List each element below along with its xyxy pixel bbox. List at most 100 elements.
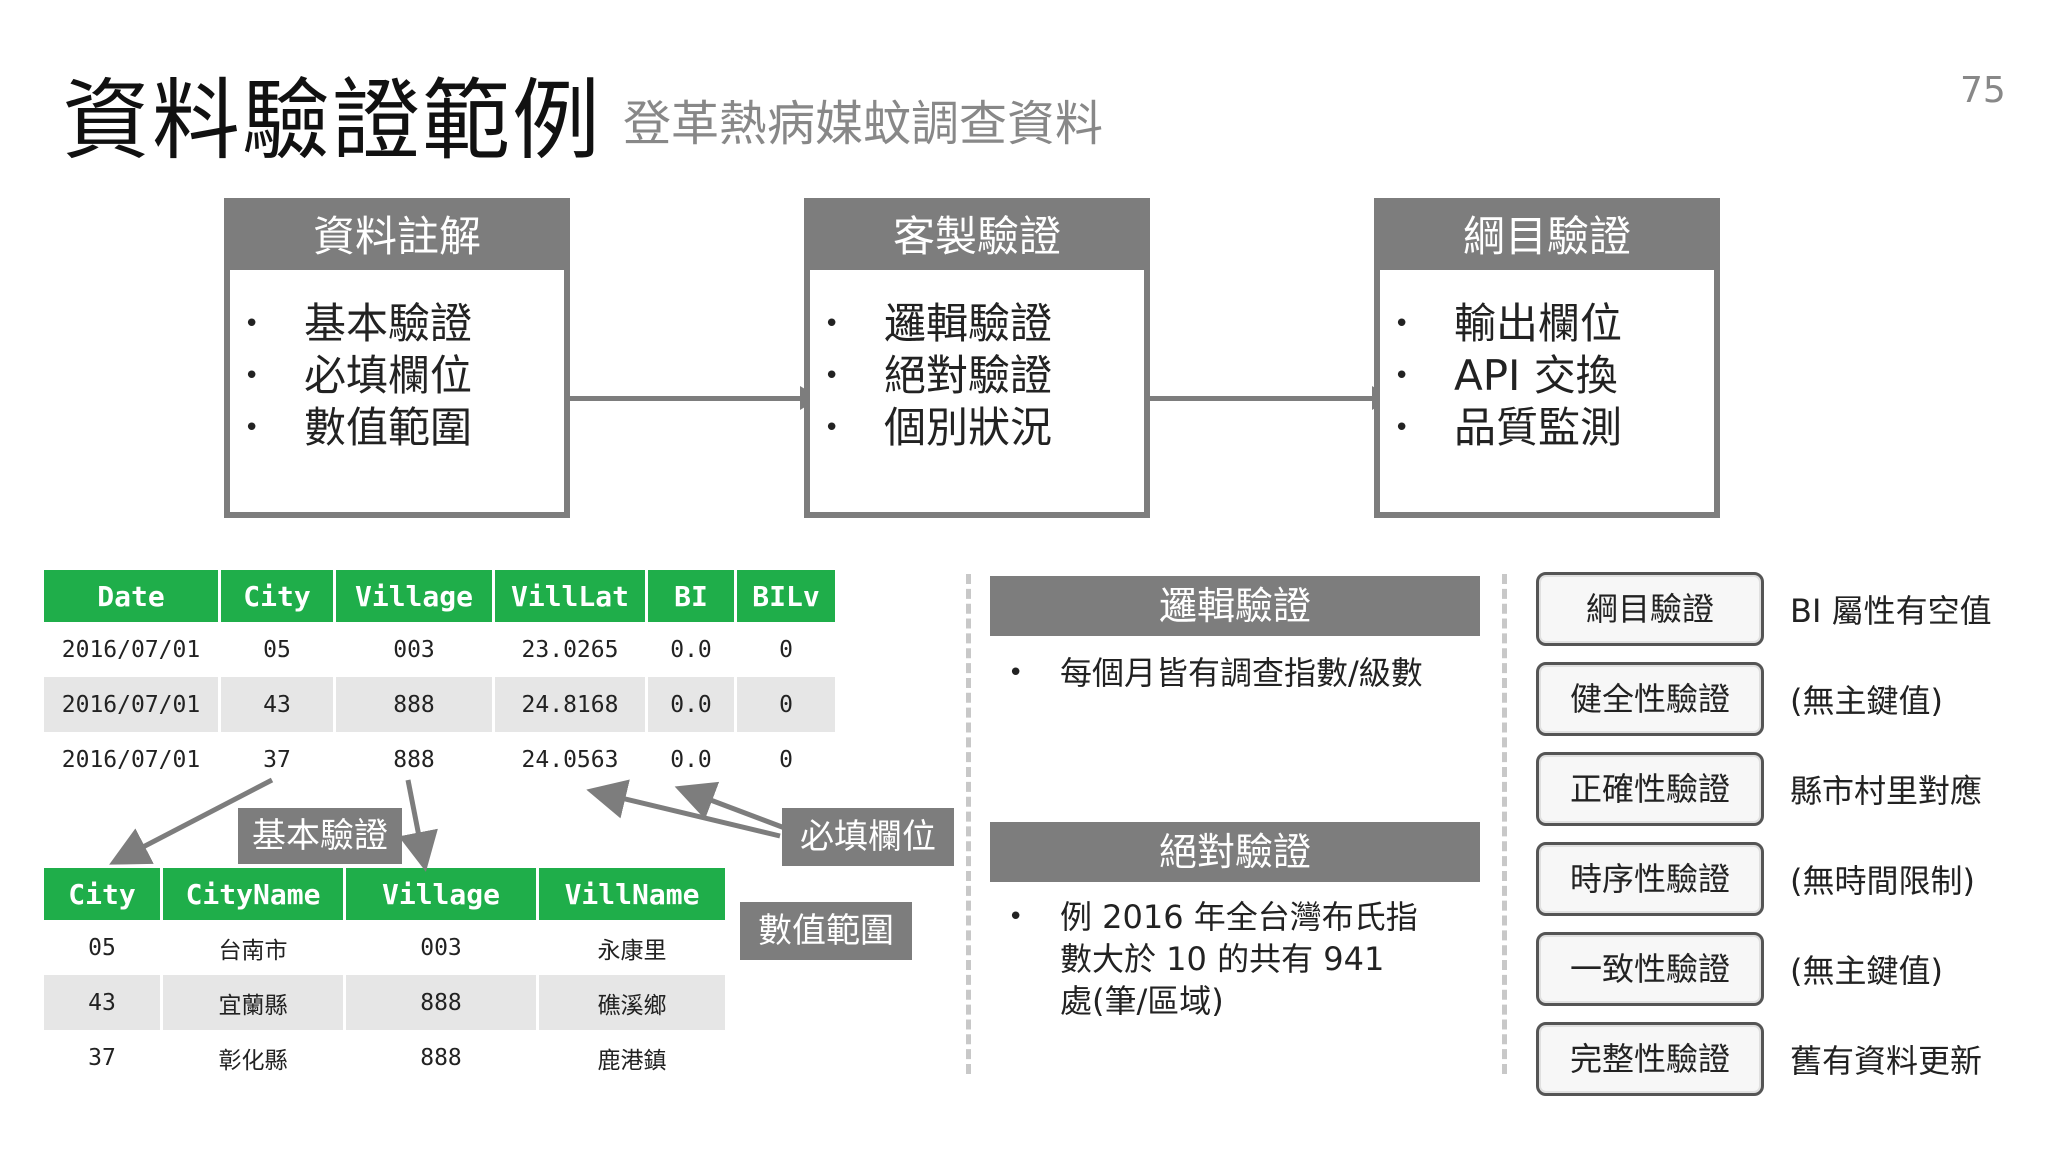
accuracy-validation-button[interactable]: 正確性驗證 [1536,752,1764,826]
table-cell: 0.0 [646,732,737,787]
table-cell: 888 [344,1030,539,1085]
timeliness-validation-desc: (無時間限制) [1790,862,1975,900]
table-row: 2016/07/01 05 003 23.0265 0.0 0 [44,622,835,677]
timeliness-validation-button[interactable]: 時序性驗證 [1536,842,1764,916]
table-cell: 2016/07/01 [44,622,221,677]
table-cell: 24.8168 [493,677,648,732]
table-cell: 888 [334,677,495,732]
column-header-village: Village [334,570,495,622]
flow-box-title: 資料註解 [230,204,564,270]
required-field-label: 必填欄位 [782,808,954,866]
column-header-date: Date [44,570,221,622]
table-cell: 05 [219,622,336,677]
flow-box-annotation: 資料註解 •基本驗證 •必填欄位 •數值範圍 [224,198,570,518]
table-header-row: City CityName Village VillName [44,868,725,920]
table-cell: 彰化縣 [161,1030,346,1085]
list-item: •API 交換 [1394,351,1618,400]
table-cell: 003 [334,622,495,677]
connector-arrows [109,777,791,872]
flow-arrow-line [570,396,802,401]
bullet-icon: • [1008,658,1024,688]
list-item: •基本驗證 [244,299,473,348]
value-range-label: 數值範圍 [740,902,912,960]
table-header-row: Date City Village VillLat BI BILv [44,570,835,622]
bullet-icon: • [244,413,260,443]
absolute-validation-title: 絕對驗證 [990,822,1480,882]
separator-right [1502,574,1507,1074]
table-cell: 23.0265 [493,622,648,677]
schema-validation-desc: BI 屬性有空值 [1790,592,1992,630]
flow-box-title: 客製驗證 [810,204,1144,270]
table-cell: 0 [779,636,793,663]
flow-arrow-line [1150,396,1374,401]
table-cell: 43 [44,975,163,1030]
absolute-validation-text: • 例 2016 年全台灣布氏指 數大於 10 的共有 941 處(筆/區域) [1008,898,1418,1020]
column-header-bi: BI [646,570,737,622]
table-row: 2016/07/01 37 888 24.0563 0.0 0 [44,732,835,787]
table-cell: 003 [344,920,539,975]
integrity-validation-button[interactable]: 健全性驗證 [1536,662,1764,736]
table-cell: 2016/07/01 [44,677,221,732]
flow-box-list: •基本驗證 •必填欄位 •數值範圍 [230,270,564,454]
list-item: •品質監測 [1394,403,1623,452]
basic-validation-label: 基本驗證 [238,808,402,864]
column-header-cityname: CityName [161,868,346,920]
flow-box-list: •邏輯驗證 •絕對驗證 •個別狀況 [810,270,1144,454]
bullet-icon: • [244,309,260,339]
column-header-bilv: BILv [735,570,835,622]
column-header-villname: VillName [537,868,725,920]
completeness-validation-button[interactable]: 完整性驗證 [1536,1022,1764,1096]
list-item: •邏輯驗證 [824,299,1053,348]
column-header-city: City [44,868,163,920]
table-cell: 0.0 [646,622,737,677]
table-cell: 888 [344,975,539,1030]
flow-box-list: •輸出欄位 •API 交換 •品質監測 [1380,270,1714,454]
accuracy-validation-desc: 縣市村里對應 [1790,772,1983,810]
flow-box-title: 綱目驗證 [1380,204,1714,270]
table-cell: 礁溪鄉 [537,975,725,1030]
table-cell: 宜蘭縣 [161,975,346,1030]
table-cell: 37 [219,732,336,787]
table-cell: 37 [44,1030,163,1085]
page-number: 75 [1960,70,2006,111]
column-header-villlat: VillLat [493,570,648,622]
survey-data-table: Date City Village VillLat BI BILv 2016/0… [44,570,835,787]
city-lookup-table: City CityName Village VillName 05 台南市 00… [44,868,725,1085]
bullet-icon: • [1394,413,1410,443]
logic-validation-title: 邏輯驗證 [990,576,1480,636]
logic-validation-text: • 每個月皆有調查指數/級數 [1008,654,1423,692]
village-link-arrow [398,779,438,872]
separator-left [966,574,971,1074]
table-cell: 鹿港鎮 [597,1047,667,1074]
list-item: •絕對驗證 [824,351,1053,400]
flow-box-custom: 客製驗證 •邏輯驗證 •絕對驗證 •個別狀況 [804,198,1150,518]
table-cell: 永康里 [597,937,667,964]
table-cell: 2016/07/01 [44,732,221,787]
bullet-icon: • [824,413,840,443]
table-cell: 0 [779,746,793,773]
integrity-validation-desc: (無主鍵值) [1790,682,1943,720]
completeness-validation-desc: 舊有資料更新 [1790,1042,1983,1080]
bullet-icon: • [1394,309,1410,339]
bullet-icon: • [824,361,840,391]
city-link-arrow [109,777,274,865]
table-cell: 0 [735,677,835,732]
table-cell: 43 [219,677,336,732]
table-cell: 888 [334,732,495,787]
schema-validation-button[interactable]: 綱目驗證 [1536,572,1764,646]
page-title: 資料驗證範例 [62,69,603,172]
table-row: 43 宜蘭縣 888 礁溪鄉 [44,975,725,1030]
column-header-city: City [219,570,336,622]
list-item: •必填欄位 [244,351,473,400]
list-item: •數值範圍 [244,403,473,452]
table-cell: 05 [44,920,163,975]
flow-box-schema: 綱目驗證 •輸出欄位 •API 交換 •品質監測 [1374,198,1720,518]
table-cell: 0.0 [646,677,737,732]
consistency-validation-button[interactable]: 一致性驗證 [1536,932,1764,1006]
list-item: •個別狀況 [824,403,1053,452]
table-row: 05 台南市 003 永康里 [44,920,725,975]
table-row: 2016/07/01 43 888 24.8168 0.0 0 [44,677,835,732]
bullet-icon: • [244,361,260,391]
column-header-village: Village [344,868,539,920]
bullet-icon: • [824,309,840,339]
